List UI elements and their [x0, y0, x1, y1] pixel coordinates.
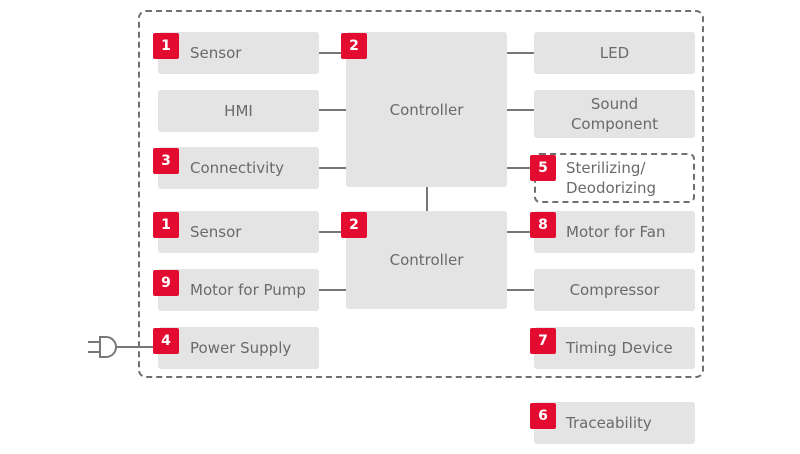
connector-controller-sound	[507, 109, 534, 111]
number-badge: 3	[153, 148, 179, 174]
connector-sensor-controller-top	[319, 52, 346, 54]
number-badge: 2	[341, 33, 367, 59]
connectivity-label: Connectivity	[190, 159, 284, 177]
timing-device-label: Timing Device	[566, 339, 673, 357]
sound-label-line2: Component	[570, 115, 659, 133]
power-supply-label: Power Supply	[190, 339, 292, 357]
sensor-block-bottom: Sensor	[158, 211, 319, 253]
controller-label: Controller	[389, 100, 464, 119]
connector-controller-controller	[426, 187, 428, 212]
motor-fan-block: Motor for Fan	[534, 211, 695, 253]
timing-device-block: Timing Device	[534, 327, 695, 369]
sterilizing-label-line1: Sterilizing/	[566, 159, 646, 177]
traceability-label: Traceability	[566, 414, 652, 432]
number-badge: 8	[530, 212, 556, 238]
sterilizing-label-line2: Deodorizing	[566, 179, 657, 197]
sensor-label: Sensor	[190, 223, 242, 241]
power-supply-block: Power Supply	[158, 327, 319, 369]
number-badge: 5	[530, 155, 556, 181]
connector-controller-sterilizing	[507, 167, 534, 169]
motor-fan-label: Motor for Fan	[566, 223, 666, 241]
plug-icon	[88, 336, 122, 358]
connectivity-block: Connectivity	[158, 147, 319, 189]
number-badge: 4	[153, 328, 179, 354]
motor-pump-block: Motor for Pump	[158, 269, 319, 311]
led-label: LED	[599, 44, 630, 62]
sensor-label: Sensor	[190, 44, 242, 62]
connector-controller-compressor	[507, 289, 534, 291]
traceability-block: Traceability	[534, 402, 695, 444]
system-boundary	[138, 10, 704, 378]
controller-block-bottom: Controller	[346, 211, 507, 309]
sterilizing-block: Sterilizing/ Deodorizing	[534, 153, 695, 203]
number-badge: 2	[341, 212, 367, 238]
connector-controller-fan	[507, 231, 534, 233]
connector-controller-led	[507, 52, 534, 54]
hmi-block: HMI	[158, 90, 319, 132]
number-badge: 6	[530, 403, 556, 429]
number-badge: 1	[153, 212, 179, 238]
connector-pump-controller	[319, 289, 346, 291]
number-badge: 9	[153, 270, 179, 296]
connector-hmi-controller	[319, 109, 346, 111]
controller-block-top: Controller	[346, 32, 507, 187]
sound-component-block: Sound Component	[534, 90, 695, 138]
controller-label: Controller	[389, 251, 464, 269]
hmi-label: HMI	[224, 102, 253, 120]
compressor-label: Compressor	[569, 281, 660, 299]
sound-label-line1: Sound	[590, 95, 639, 113]
led-block: LED	[534, 32, 695, 74]
connector-sensor-controller-bottom	[319, 231, 346, 233]
connector-connectivity-controller	[319, 167, 346, 169]
sensor-block-top: Sensor	[158, 32, 319, 74]
number-badge: 7	[530, 328, 556, 354]
number-badge: 1	[153, 33, 179, 59]
connector-plug-power	[118, 346, 158, 348]
motor-pump-label: Motor for Pump	[190, 281, 306, 299]
compressor-block: Compressor	[534, 269, 695, 311]
